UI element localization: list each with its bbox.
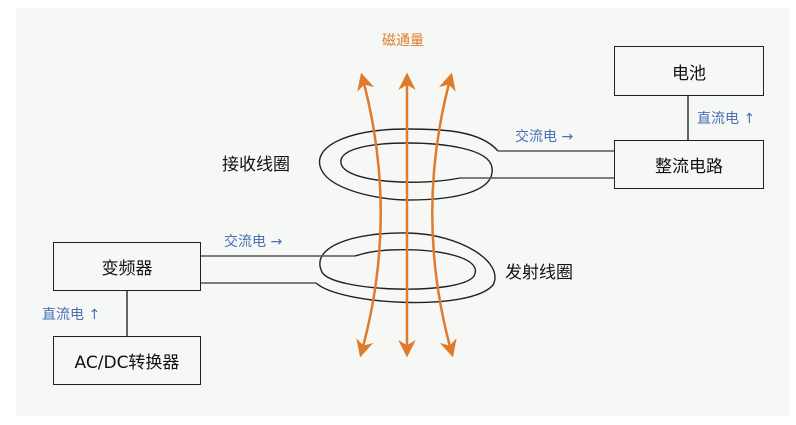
flux-arrow-left bbox=[356, 72, 382, 358]
dc-current-label-left: 直流电 ↑ bbox=[42, 307, 101, 323]
ac-current-label-bottom: 交流电 → bbox=[224, 234, 283, 250]
transmit-coil-label: 发射线圈 bbox=[505, 263, 573, 283]
receive-coil-label: 接收线圈 bbox=[222, 155, 290, 175]
transmit-coil bbox=[200, 232, 496, 304]
battery-box: 电池 bbox=[614, 46, 764, 96]
inverter-box: 变频器 bbox=[53, 242, 201, 291]
flux-arrow-right bbox=[431, 72, 457, 358]
dc-current-label-right: 直流电 ↑ bbox=[697, 111, 756, 127]
flux-label: 磁通量 bbox=[382, 33, 424, 49]
rectifier-box: 整流电路 bbox=[614, 140, 764, 189]
acdc-converter-box: AC/DC转换器 bbox=[53, 336, 201, 385]
flux-arrows bbox=[356, 72, 457, 358]
receive-coil bbox=[318, 128, 614, 201]
ac-current-label-top: 交流电 → bbox=[515, 129, 574, 145]
